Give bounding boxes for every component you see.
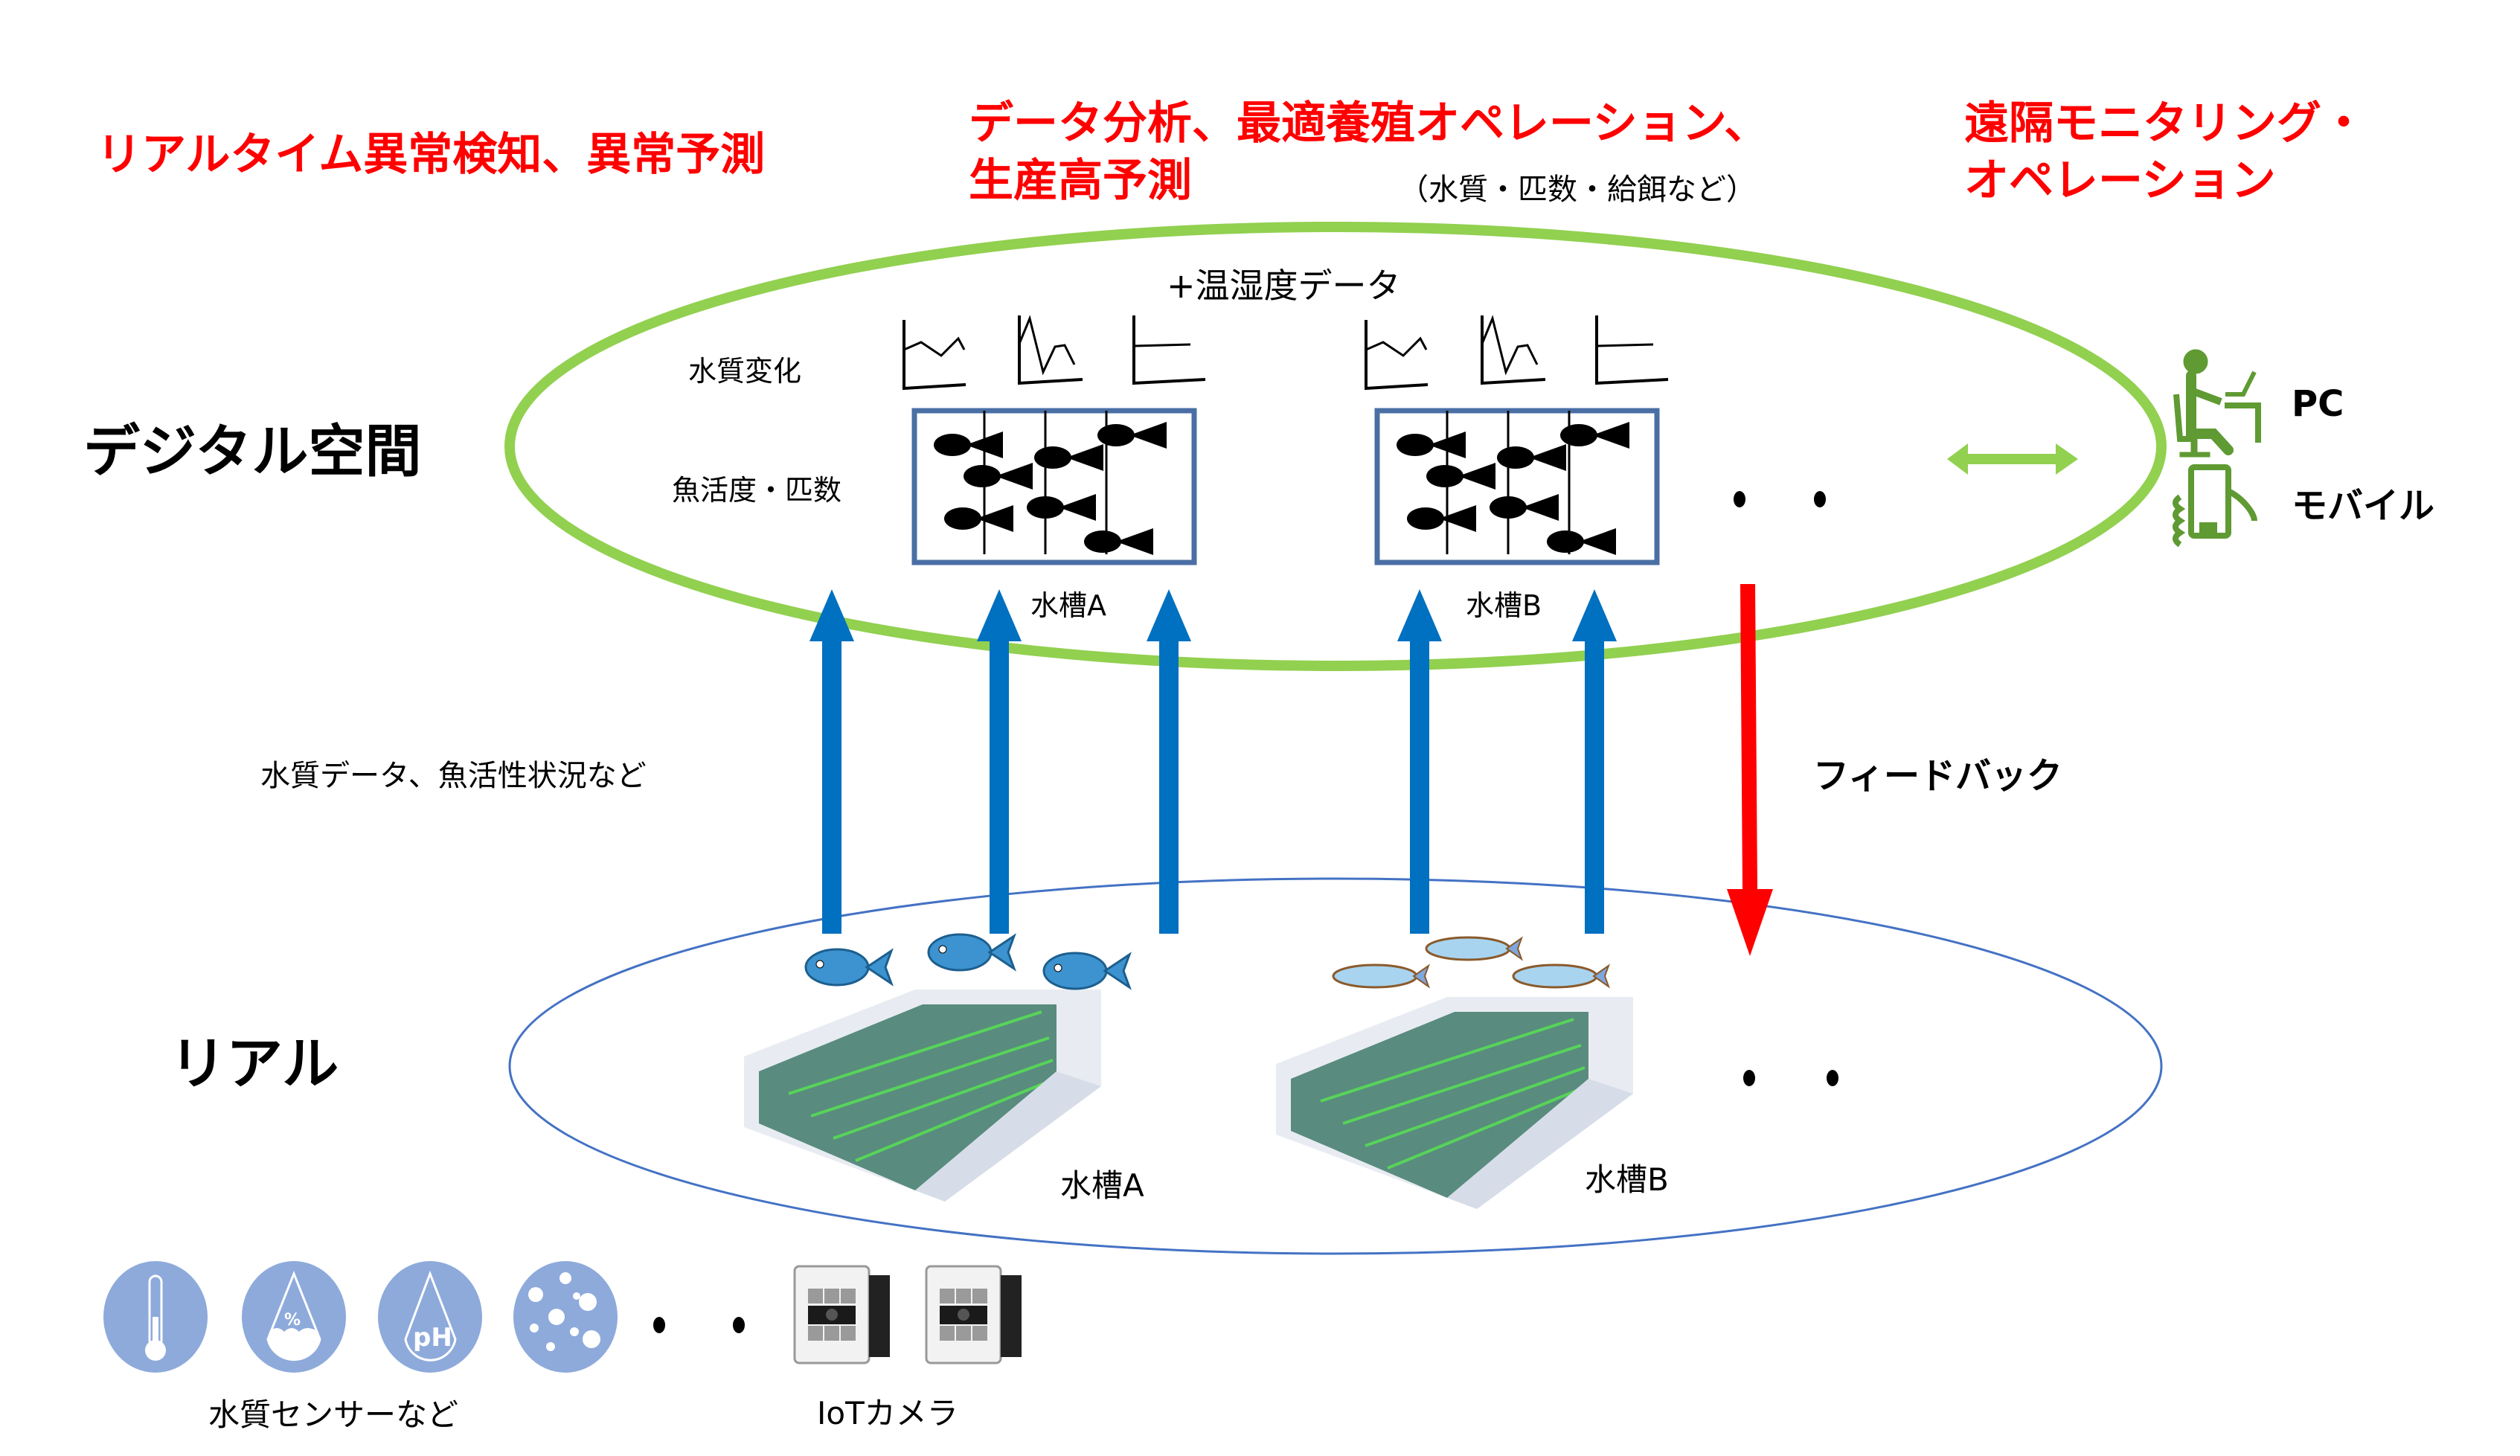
iot-camera-icon xyxy=(925,1265,1022,1364)
digital-ellipsis-dot xyxy=(1814,491,1826,507)
mini-chart xyxy=(1365,320,1429,391)
mobile-hand-icon xyxy=(2173,464,2257,548)
fish-glyph-icon xyxy=(1490,494,1559,521)
iot-camera-icons xyxy=(793,1265,1022,1364)
temp-humidity-label: +温湿度データ xyxy=(1167,266,1401,306)
water-sensor-label: 水質センサーなど xyxy=(208,1396,459,1433)
sea-bream-icon xyxy=(804,948,894,987)
iot-camera-label: IoTカメラ xyxy=(817,1395,958,1431)
upload-arrow xyxy=(1572,589,1617,934)
fish-glyph-icon xyxy=(964,463,1033,490)
water-quality-charts-a xyxy=(902,315,1206,391)
mobile-label: モバイル xyxy=(2292,485,2435,527)
thermometer-icon xyxy=(103,1261,208,1373)
headline-note: （水質・匹数・給餌など） xyxy=(1399,173,1756,207)
upload-data-label: 水質データ、魚活性状況など xyxy=(260,759,647,793)
pc-label: PC xyxy=(2292,383,2344,425)
digital-ellipsis-dot xyxy=(1734,491,1745,507)
mini-chart xyxy=(1481,315,1546,385)
sensor-icons xyxy=(103,1261,618,1373)
sardine-icon xyxy=(1332,963,1430,989)
upload-arrow xyxy=(1147,589,1191,934)
fish-glyph-icon xyxy=(1084,528,1153,555)
fish-glyph-icon xyxy=(1426,463,1495,490)
digital-tank-a-label: 水槽A xyxy=(1030,589,1106,622)
feedback-arrow xyxy=(1727,584,1773,956)
sardine-icon xyxy=(1512,963,1610,989)
upload-arrow xyxy=(977,589,1022,934)
real-ellipsis-dot xyxy=(1827,1070,1838,1086)
water-quality-charts-b xyxy=(1365,315,1669,391)
headline-data-analysis: データ分析、最適養殖オペレーション、 xyxy=(969,97,1769,150)
mini-chart xyxy=(1595,315,1669,385)
upload-arrows xyxy=(809,589,1617,934)
sea-bream-icon xyxy=(1042,952,1132,990)
iot-camera-icon xyxy=(793,1265,890,1364)
feedback-label: フィードバック xyxy=(1813,755,2063,797)
tank-illustration-a xyxy=(744,990,1101,1202)
upload-arrow xyxy=(1397,589,1442,934)
real-tank-b-label: 水槽B xyxy=(1585,1161,1669,1198)
sea-bream-icon xyxy=(927,933,1016,972)
sea-bream-fish-group xyxy=(804,933,1132,990)
ph-glyph: pH xyxy=(413,1323,452,1353)
fish-glyph-icon xyxy=(944,505,1013,532)
fish-glyph-icon xyxy=(1547,528,1616,555)
real-tank-a-label: 水槽A xyxy=(1060,1167,1144,1204)
upload-arrow xyxy=(809,589,854,934)
fish-glyph-icon xyxy=(1027,494,1096,521)
mini-chart xyxy=(1018,315,1083,385)
headline-realtime-anomaly: リアルタイム異常検知、異常予測 xyxy=(97,129,766,181)
real-ellipsis-dot xyxy=(1743,1070,1755,1086)
pc-user-icon xyxy=(2173,349,2261,458)
real-space-ellipse xyxy=(508,877,2163,1255)
remote-double-arrow xyxy=(1947,443,2078,475)
dissolved-oxygen-bubbles-icon xyxy=(513,1261,618,1373)
fish-glyph-icon xyxy=(1034,444,1103,471)
real-space-label: リアル xyxy=(170,1030,339,1097)
digital-space-label: デジタル空間 xyxy=(83,418,422,484)
fish-glyph-icon xyxy=(934,432,1003,458)
water-quality-change-label: 水質変化 xyxy=(688,355,802,388)
mini-chart xyxy=(902,320,966,391)
mini-chart xyxy=(1132,315,1206,385)
headline-remote-monitoring: 遠隔モニタリング・ xyxy=(1964,97,2366,150)
fish-glyph-icon xyxy=(1097,422,1167,449)
ph-drop-icon xyxy=(378,1261,482,1373)
sardine-fish-group xyxy=(1332,936,1610,989)
headline-production-forecast: 生産高予測 xyxy=(969,155,1192,207)
sensor-ellipsis-dot xyxy=(653,1317,665,1333)
tank-illustration-b xyxy=(1276,997,1633,1209)
fish-glyph-icon xyxy=(1560,422,1629,449)
humidity-percent-icon xyxy=(242,1261,346,1373)
fish-glyph-icon xyxy=(1407,505,1476,532)
digital-space-ellipse xyxy=(504,222,2167,671)
fish-activity-count-label: 魚活度・匹数 xyxy=(672,474,842,507)
sardine-icon xyxy=(1425,936,1523,961)
sensor-ellipsis-dot xyxy=(733,1317,745,1333)
digital-tank-b-label: 水槽B xyxy=(1466,589,1542,622)
fish-glyph-icon xyxy=(1497,444,1566,471)
percent-glyph: % xyxy=(284,1311,301,1330)
fish-glyph-icon xyxy=(1397,432,1466,458)
headline-remote-operation: オペレーション xyxy=(1964,155,2276,207)
